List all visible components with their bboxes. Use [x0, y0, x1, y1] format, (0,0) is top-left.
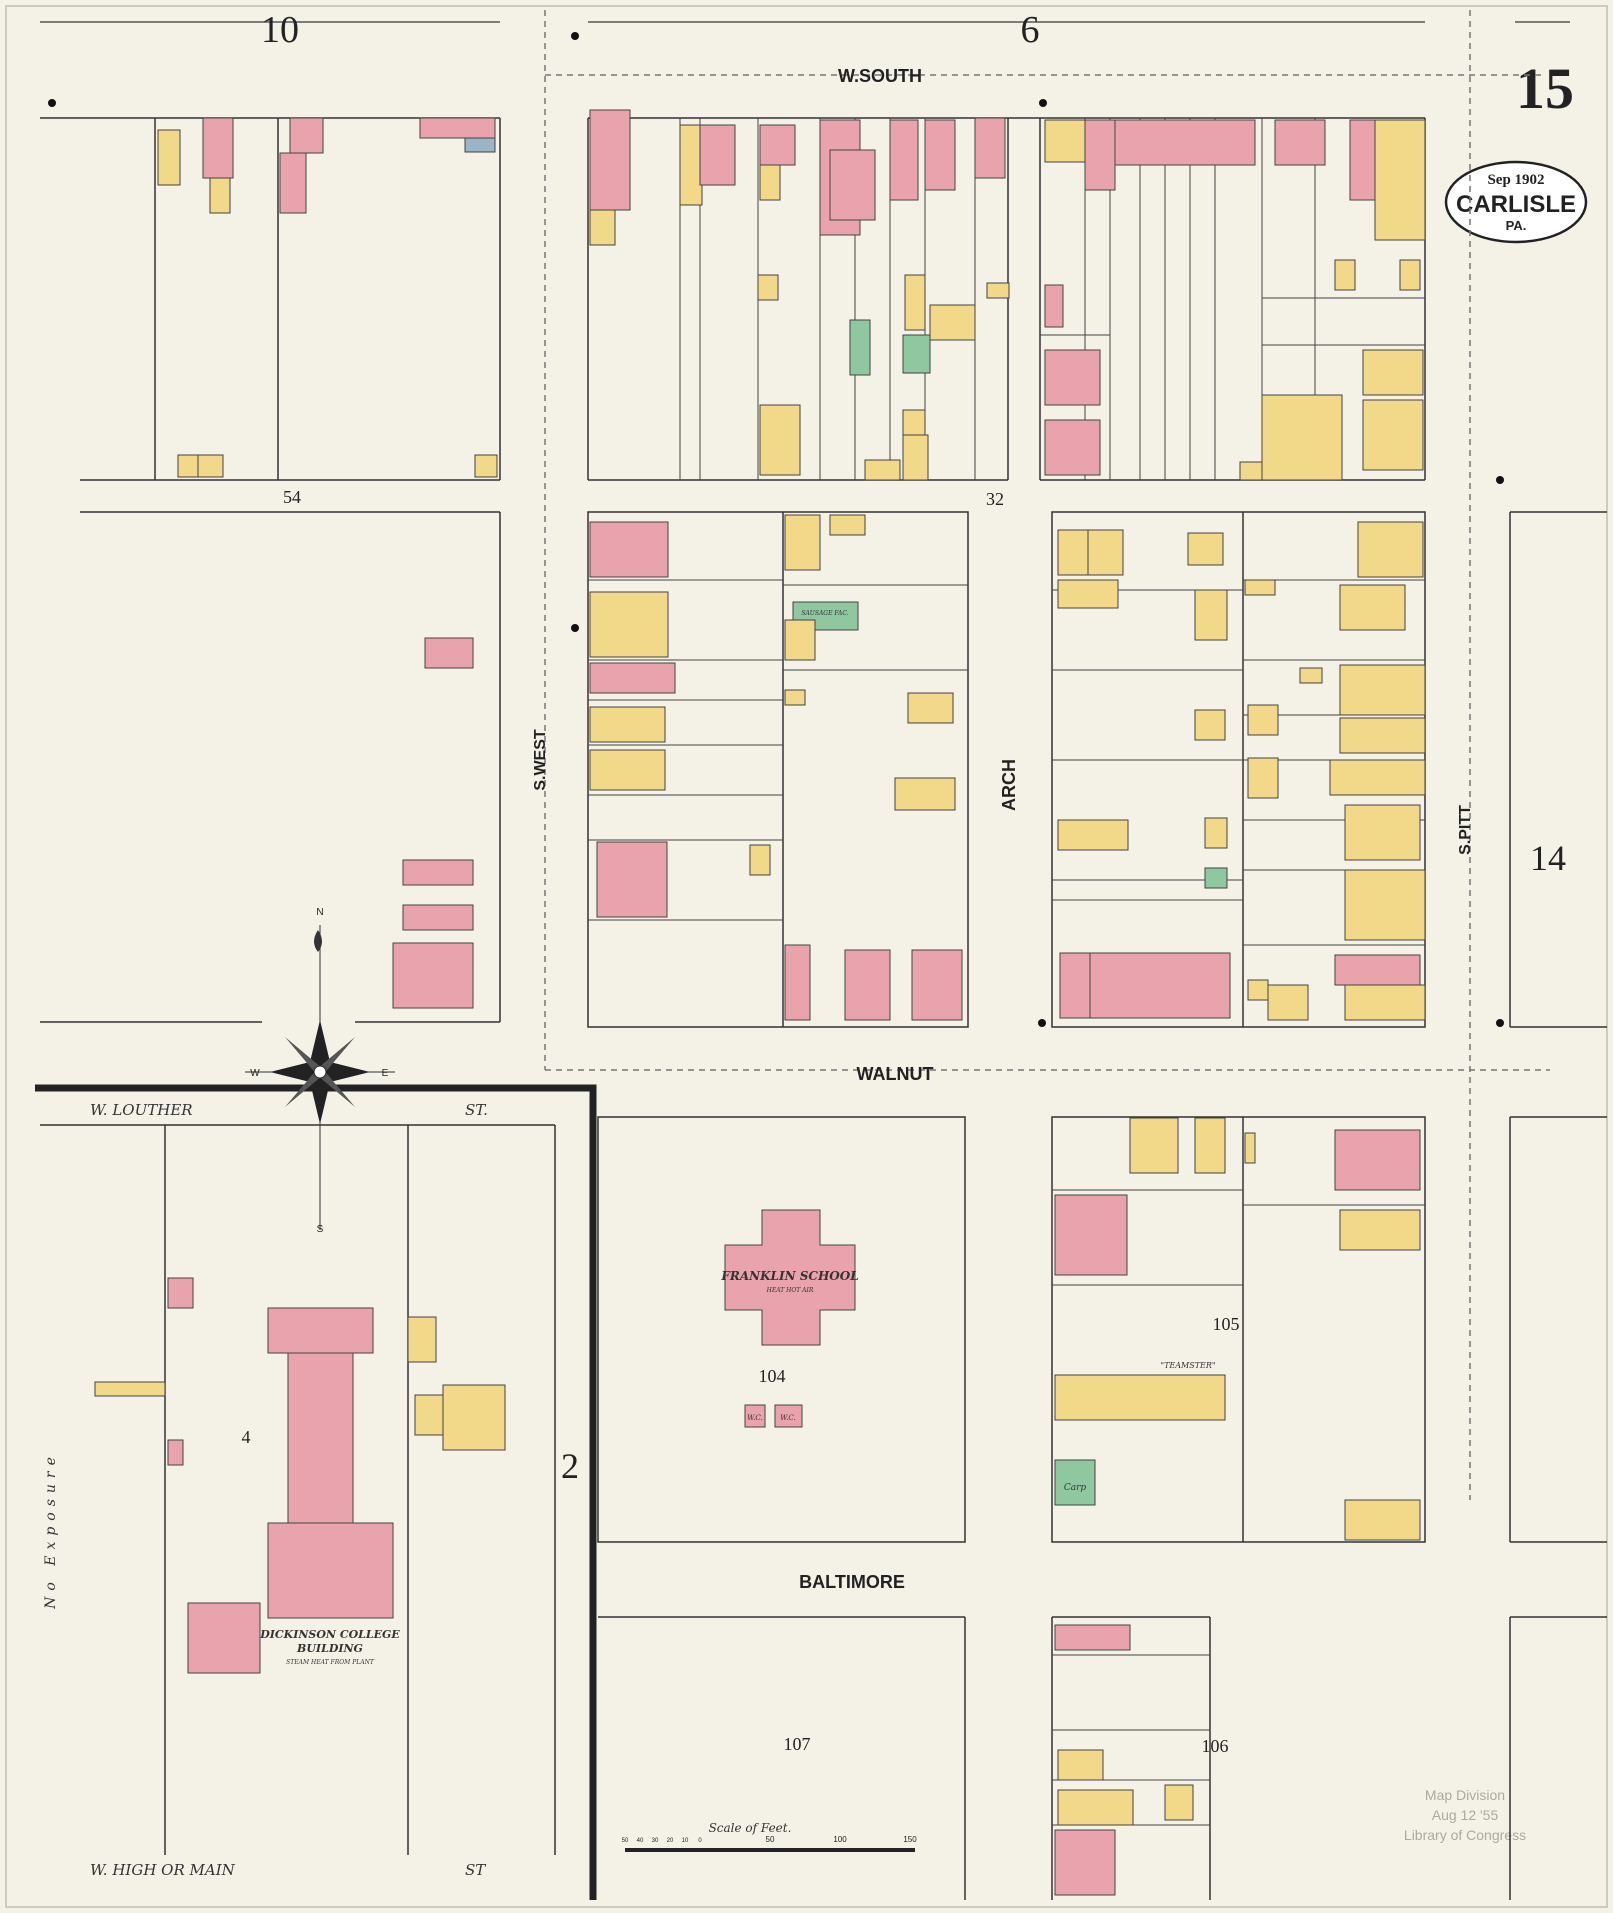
- adjoining-sheet-2: 2: [561, 1446, 579, 1486]
- scale-tick-label: 100: [833, 1835, 847, 1844]
- franklin-school-label: FRANKLIN SCHOOL: [720, 1269, 858, 1283]
- hydrants: [48, 32, 1504, 1027]
- district-boundary: [544, 10, 1550, 1500]
- street-walnut: WALNUT: [857, 1064, 934, 1084]
- buildings: [94, 109, 1426, 1896]
- street-w-louther: W. LOUTHER: [90, 1101, 193, 1119]
- scale-tick-label: 50: [766, 1835, 775, 1844]
- library-stamp: Map Division Aug 12 '55 Library of Congr…: [1404, 1787, 1526, 1843]
- scale-tick-label: 20: [667, 1838, 674, 1844]
- street-w-south: W.SOUTH: [838, 66, 922, 86]
- compass-rose: N S E W: [245, 907, 395, 1235]
- stamp-line-2: Aug 12 '55: [1432, 1807, 1499, 1823]
- wc-label-2: W.C.: [780, 1414, 796, 1422]
- dickinson-heat: STEAM HEAT FROM PLANT: [286, 1659, 375, 1666]
- city-name: CARLISLE: [1456, 191, 1576, 218]
- compass-n: N: [316, 907, 323, 918]
- adjoining-sheet-14: 14: [1530, 838, 1566, 878]
- map-date: Sep 1902: [1487, 172, 1544, 188]
- block-105: 105: [1213, 1314, 1240, 1334]
- sheet-border: [5, 5, 1608, 1908]
- carp-label: Carp: [1064, 1483, 1087, 1493]
- franklin-school-heat: HEAT HOT AIR: [766, 1287, 814, 1294]
- exposure-note: No Exposure: [43, 1451, 59, 1610]
- street-high-st: ST: [465, 1861, 486, 1879]
- block-54: 54: [283, 487, 301, 507]
- stamp-line-1: Map Division: [1425, 1787, 1505, 1803]
- street-w-high: W. HIGH OR MAIN: [90, 1861, 236, 1879]
- block-106: 106: [1202, 1736, 1229, 1756]
- adjoining-sheet-6: 6: [1021, 9, 1040, 51]
- street-arch: ARCH: [999, 759, 1019, 811]
- compass-e: E: [382, 1068, 389, 1079]
- stamp-line-3: Library of Congress: [1404, 1827, 1526, 1843]
- wc-label-1: W.C.: [747, 1414, 763, 1422]
- street-s-west: S.WEST: [532, 729, 549, 791]
- sheet-boundary: [35, 1084, 597, 1900]
- scale-tick-label: 50: [622, 1838, 629, 1844]
- state-name: PA.: [1506, 218, 1527, 233]
- compass-w: W: [250, 1068, 260, 1079]
- street-louther-st: ST.: [465, 1101, 488, 1119]
- block-32: 32: [986, 489, 1004, 509]
- scale-tick-label: 0: [698, 1838, 702, 1844]
- street-baltimore: BALTIMORE: [799, 1572, 905, 1592]
- lot-lines: [588, 118, 1425, 1826]
- teamster-label: "TEAMSTER": [1160, 1361, 1215, 1370]
- block-104: 104: [759, 1366, 786, 1386]
- dickinson-label-2: BUILDING: [296, 1642, 363, 1655]
- scale-title: Scale of Feet.: [709, 1821, 792, 1835]
- scale-tick-label: 150: [903, 1835, 917, 1844]
- block-4: 4: [242, 1427, 251, 1447]
- scale-tick-label: 10: [682, 1838, 689, 1844]
- cartouche: Sep 1902 CARLISLE PA.: [1444, 160, 1588, 244]
- block-107: 107: [784, 1734, 811, 1754]
- street-s-pitt: S.PITT: [1457, 805, 1474, 855]
- scale-tick-label: 30: [652, 1838, 659, 1844]
- scale-tick-label: 40: [637, 1838, 644, 1844]
- adjoining-sheet-10: 10: [261, 9, 299, 51]
- dickinson-label-1: DICKINSON COLLEGE: [259, 1628, 400, 1641]
- sausage-fac-label: SAUSAGE FAC.: [801, 610, 848, 617]
- page-number: 15: [1516, 56, 1574, 121]
- compass-s: S: [317, 1224, 324, 1235]
